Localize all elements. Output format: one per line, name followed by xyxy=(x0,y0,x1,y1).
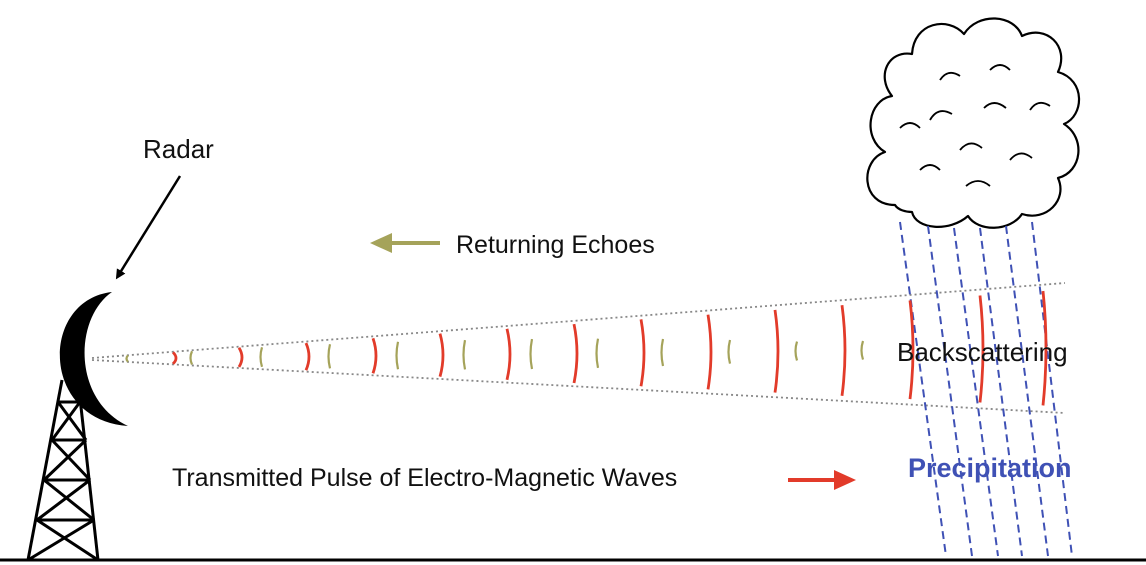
transmitted-pulse-arrow xyxy=(788,470,856,490)
transmitted-wave-front xyxy=(908,300,915,400)
returning-echo-front xyxy=(259,347,264,368)
returning-echo-front xyxy=(595,338,600,369)
returning-echo-front xyxy=(189,350,194,365)
wave-fronts xyxy=(125,290,1048,406)
radar-dish xyxy=(59,292,128,426)
radar-pointer-arrow xyxy=(115,175,182,280)
precipitation-streaks xyxy=(899,221,1073,557)
transmitted-wave-front xyxy=(978,295,985,403)
transmitted-wave-front xyxy=(639,319,646,387)
transmitted-wave-front xyxy=(304,342,311,371)
returning-echo-front xyxy=(462,339,467,370)
returning-echo-front xyxy=(794,341,799,361)
transmitted-wave-front xyxy=(171,351,178,365)
backscattering-label: Backscattering xyxy=(897,337,1068,367)
returning-echo-arrow xyxy=(370,233,440,253)
returning-echo-front xyxy=(727,339,732,364)
transmitted-pulse-label: Transmitted Pulse of Electro-Magnetic Wa… xyxy=(172,464,678,492)
transmitted-wave-front xyxy=(438,333,445,377)
returning-echo-front xyxy=(529,338,534,370)
radar-tower xyxy=(26,379,100,562)
transmitted-wave-front xyxy=(505,328,512,381)
returning-echo-front xyxy=(395,341,400,370)
transmitted-wave-front xyxy=(572,323,579,384)
transmitted-wave-front xyxy=(773,309,780,393)
returning-echo-front xyxy=(327,343,332,369)
cloud xyxy=(866,17,1081,229)
radar-label: Radar xyxy=(143,134,214,164)
returning-echo-front xyxy=(860,340,865,360)
precipitation-label: Precipitation xyxy=(908,453,1072,483)
transmitted-wave-front xyxy=(840,305,847,397)
transmitted-wave-front xyxy=(237,346,244,368)
transmitted-wave-front xyxy=(371,337,378,374)
returning-echoes-label: Returning Echoes xyxy=(456,231,655,259)
returning-echo-front xyxy=(125,354,129,363)
transmitted-wave-front xyxy=(1041,290,1048,406)
returning-echo-front xyxy=(660,338,665,367)
transmitted-wave-front xyxy=(706,314,713,390)
